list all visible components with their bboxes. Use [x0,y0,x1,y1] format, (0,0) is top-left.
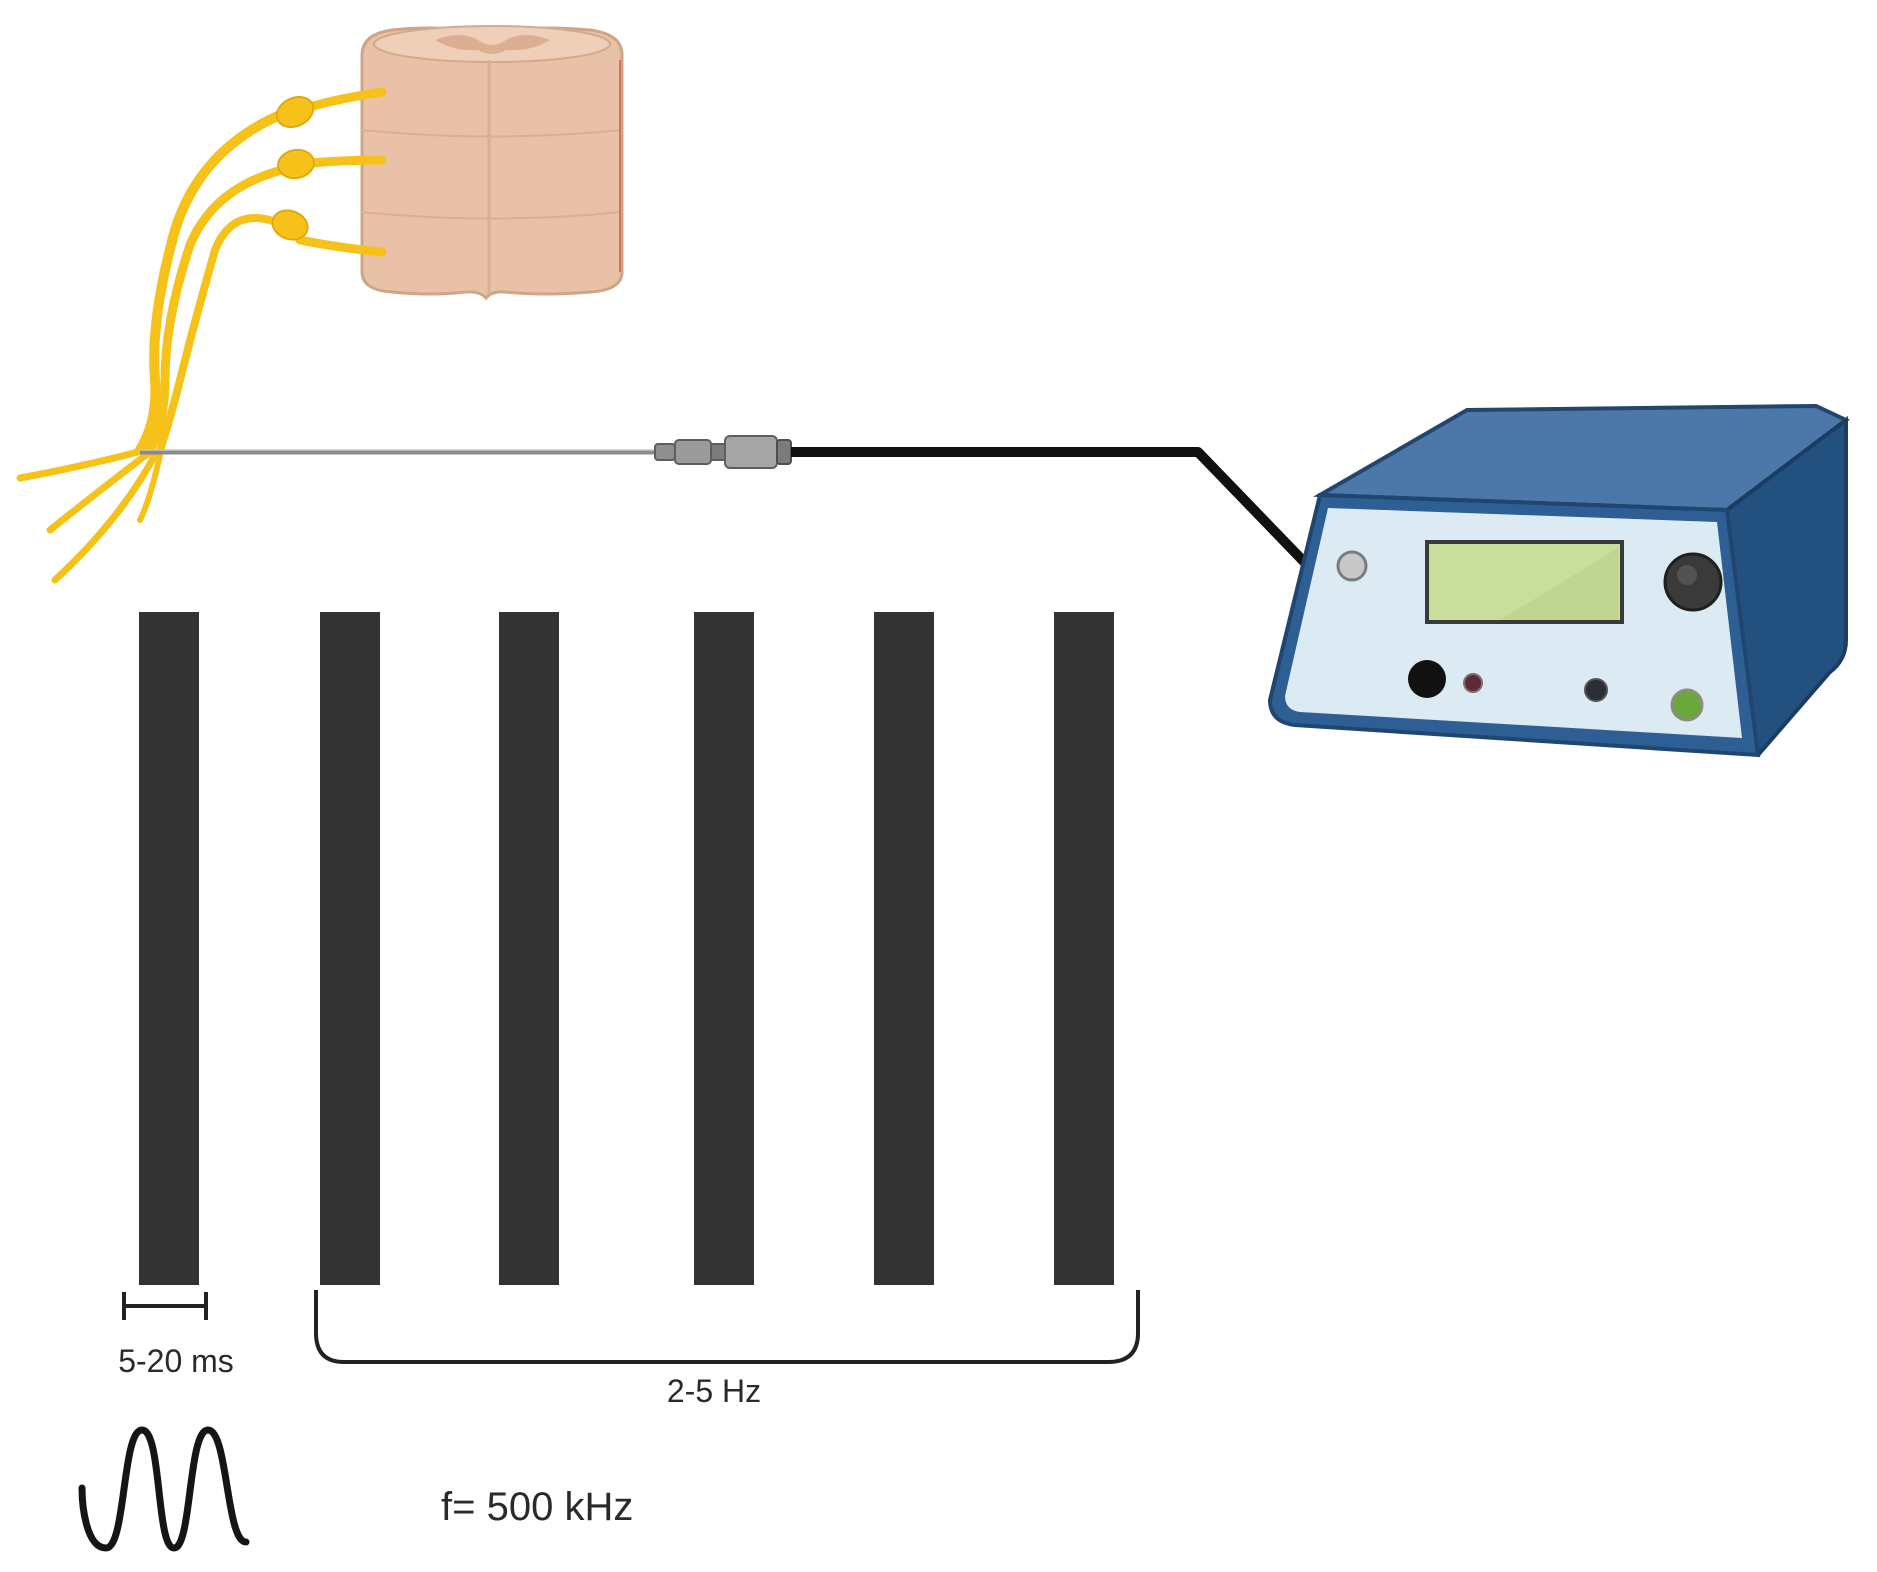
pulse-bar [694,612,754,1285]
pulse-bar [874,612,934,1285]
output-jack [1408,660,1446,698]
pulse-bar [1054,612,1114,1285]
rf-generator-device-icon [1267,403,1850,758]
indicator-led [1463,673,1483,693]
pulse-bar [499,612,559,1285]
pulse-bar [139,612,199,1285]
frequency-label: f= 500 kHz [441,1485,633,1529]
spinal-cord-section-icon [360,25,624,301]
status-led [1670,688,1704,722]
pulse-width-bracket [122,1292,208,1320]
pulse-width-label: 5-20 ms [118,1343,234,1379]
pulse-bar [320,612,380,1285]
radiofrequency-needle-probe-icon [140,435,792,469]
dorsal-root-ganglion-nerve-icon [16,87,387,584]
display-screen [1425,540,1624,624]
ganglion-icon [271,95,315,241]
sine-wave-icon [78,1426,250,1552]
indicator-led [1584,678,1608,702]
power-button [1336,550,1368,582]
pulse-train [139,612,1114,1285]
pulse-rate-bracket [314,1290,1140,1364]
pulse-rate-label: 2-5 Hz [667,1373,761,1409]
